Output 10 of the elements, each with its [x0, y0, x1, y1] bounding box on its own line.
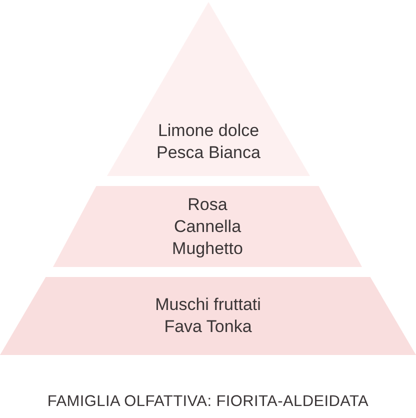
family-caption: FAMIGLIA OLFATTIVA: FIORITA-ALDEIDATA — [47, 392, 369, 412]
note-text: Mughetto — [172, 238, 243, 260]
note-text: Limone dolce — [158, 120, 260, 142]
note-text: Fava Tonka — [164, 316, 252, 338]
note-text: Muschi fruttati — [155, 294, 261, 316]
base-tier-trapezoid — [0, 277, 416, 355]
note-text: Pesca Bianca — [156, 142, 260, 164]
note-text: Cannella — [174, 216, 242, 238]
middle-tier-trapezoid — [53, 186, 362, 267]
note-text: Rosa — [188, 194, 228, 216]
